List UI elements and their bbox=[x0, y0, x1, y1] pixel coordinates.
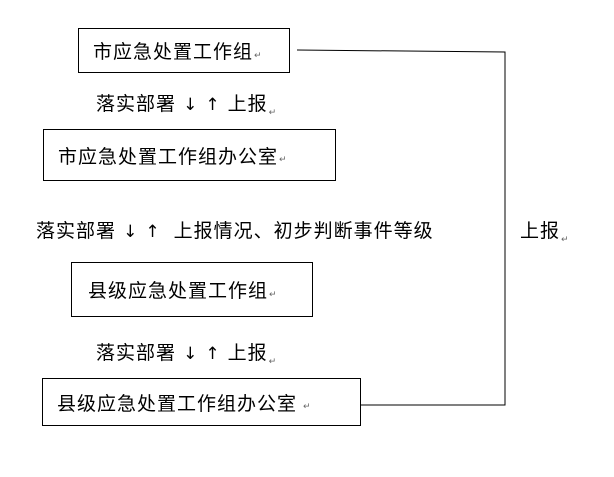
paragraph-mark: ↵ bbox=[268, 108, 278, 118]
up-arrow-icon: ↑ bbox=[205, 344, 221, 364]
edge-label-1: 落实部署 ↓ ↑ 上报↵ bbox=[96, 92, 277, 120]
deploy-text: 落实部署 bbox=[36, 220, 117, 242]
paragraph-mark: ↵ bbox=[254, 50, 263, 61]
city-group-box: 市应急处置工作组↵ bbox=[78, 28, 290, 73]
up-arrow-icon: ↑ bbox=[205, 95, 221, 115]
city-group-label: 市应急处置工作组 bbox=[93, 41, 254, 63]
county-group-box: 县级应急处置工作组↵ bbox=[71, 262, 313, 317]
edge-label-2: 落实部署 ↓ ↑ 上报情况、初步判断事件等级 bbox=[36, 219, 434, 244]
side-report-label: 上报↵ bbox=[520, 219, 570, 247]
report-bypass-line bbox=[296, 49, 506, 406]
county-office-label: 县级应急处置工作组办公室 bbox=[57, 392, 298, 415]
paragraph-mark: ↵ bbox=[279, 155, 288, 165]
county-office-box: 县级应急处置工作组办公室 ↵ bbox=[42, 378, 361, 426]
deploy-text: 落实部署 bbox=[96, 93, 177, 115]
down-arrow-icon: ↓ bbox=[123, 222, 139, 242]
report-status-text: 上报情况、初步判断事件等级 bbox=[173, 220, 434, 242]
down-arrow-icon: ↓ bbox=[183, 95, 199, 115]
side-report-text: 上报 bbox=[520, 220, 561, 242]
up-arrow-icon: ↑ bbox=[145, 222, 161, 242]
deploy-text: 落实部署 bbox=[96, 342, 177, 364]
county-group-label: 县级应急处置工作组 bbox=[88, 280, 269, 302]
report-text: 上报 bbox=[227, 342, 268, 364]
paragraph-mark: ↵ bbox=[269, 289, 278, 300]
down-arrow-icon: ↓ bbox=[183, 344, 199, 364]
city-office-box: 市应急处置工作组办公室↵ bbox=[43, 129, 336, 181]
paragraph-mark: ↵ bbox=[268, 357, 278, 367]
city-office-label: 市应急处置工作组办公室 bbox=[58, 145, 279, 168]
paragraph-mark: ↵ bbox=[561, 235, 570, 245]
paragraph-mark: ↵ bbox=[303, 402, 312, 412]
edge-label-3: 落实部署 ↓ ↑ 上报↵ bbox=[96, 341, 277, 369]
report-text: 上报 bbox=[227, 93, 268, 115]
